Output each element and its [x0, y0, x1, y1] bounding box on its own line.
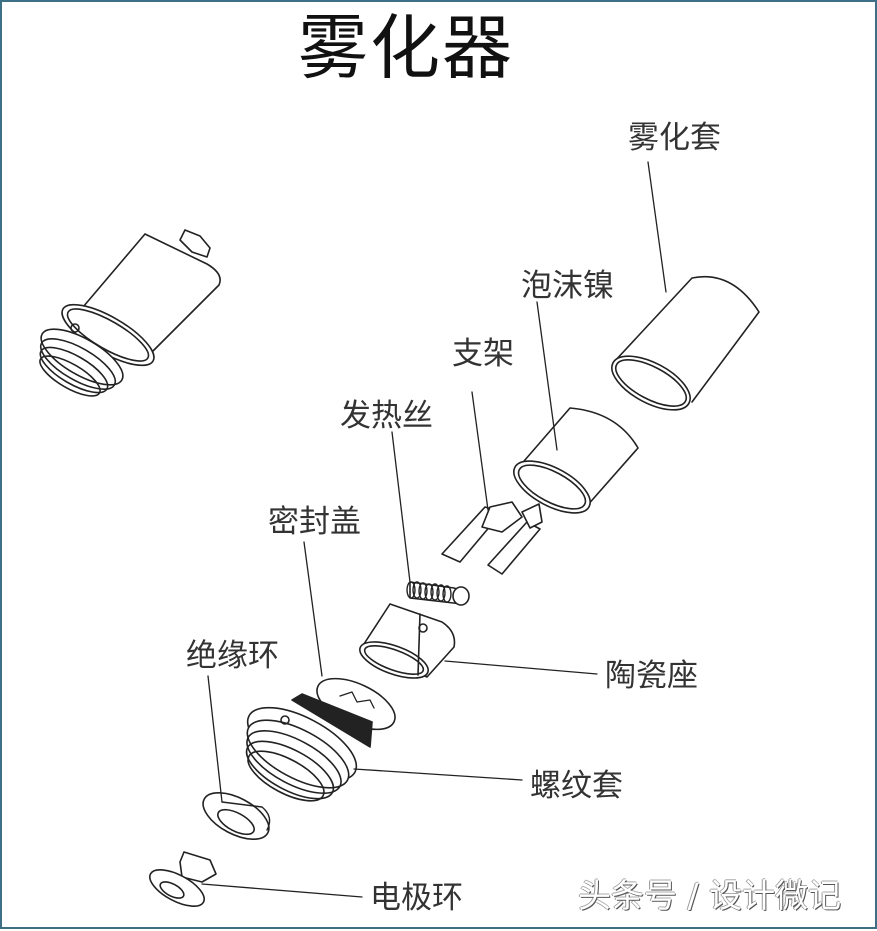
label-heating-wire: 发热丝	[340, 398, 433, 434]
electrode-ring-illustration	[149, 851, 363, 907]
bracket-illustration	[441, 391, 543, 575]
insulating-ring-illustration	[202, 675, 271, 840]
label-electrode-ring: 电极环	[370, 880, 463, 916]
label-bracket: 支架	[452, 336, 514, 372]
label-ceramic-base: 陶瓷座	[605, 658, 698, 694]
watermark: 头条号 / 设计微记	[578, 876, 842, 915]
diagram-title: 雾化器	[298, 7, 514, 89]
ceramic-base-illustration	[359, 603, 598, 679]
atomizer-sleeve-illustration	[611, 161, 760, 411]
label-seal-cap: 密封盖	[268, 504, 361, 540]
heating-wire-illustration	[391, 431, 470, 606]
thread-sleeve-illustration	[245, 693, 523, 802]
foam-nickel-illustration	[513, 301, 639, 514]
assembled-atomizer-illustration	[39, 229, 221, 397]
label-thread-sleeve: 螺纹套	[530, 768, 623, 804]
label-insulating-ring: 绝缘环	[186, 638, 279, 674]
label-atomizer-sleeve: 雾化套	[628, 120, 721, 156]
label-foam-nickel: 泡沫镍	[521, 268, 614, 304]
